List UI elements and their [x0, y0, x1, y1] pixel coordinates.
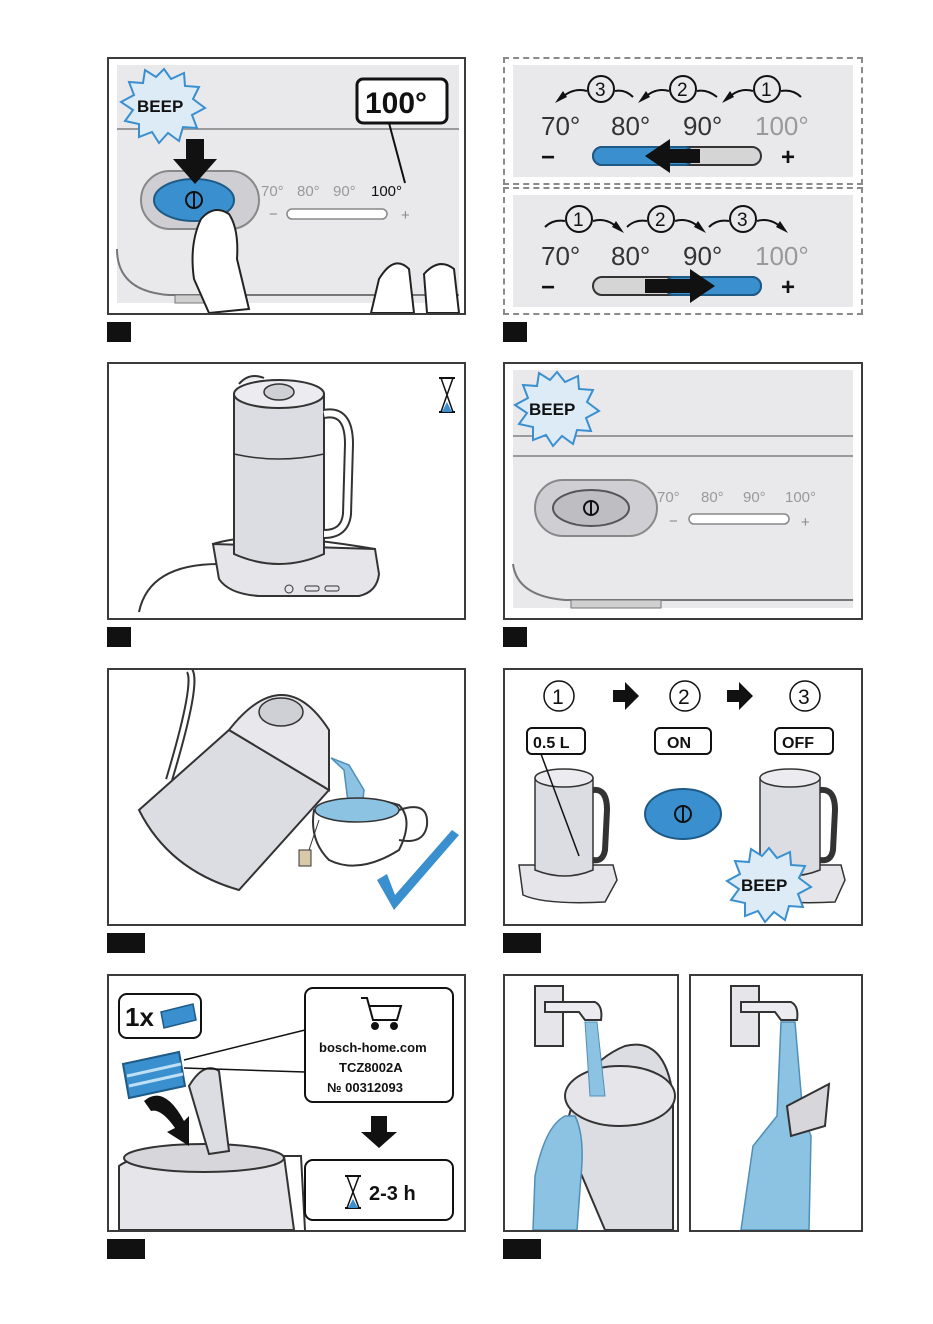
- arrow-curve-icon: [144, 1096, 189, 1146]
- step-number-tab: [107, 322, 131, 342]
- beep-label: BEEP: [529, 400, 575, 419]
- tablet-count: 1x: [125, 1002, 154, 1032]
- descale-duration: 2-3 h: [369, 1183, 416, 1205]
- plus-sign: +: [781, 274, 795, 301]
- temp-label-70: 70°: [657, 489, 680, 506]
- volume-label: 0.5 L: [533, 735, 570, 752]
- off-label: OFF: [782, 735, 814, 752]
- beep-label: BEEP: [137, 97, 183, 116]
- panel-kettle-heating: [107, 362, 466, 620]
- panel-select-temperature: 70° 80° 90° 100° − + 100° BEEP: [107, 57, 466, 315]
- temp-label-70: 70°: [261, 183, 284, 200]
- temp-label-80: 80°: [611, 111, 650, 141]
- arrow-right-icon: [727, 682, 753, 710]
- temp-label-80: 80°: [611, 241, 650, 271]
- step-number-tab: [503, 933, 541, 953]
- website-link[interactable]: bosch-home.com: [319, 1040, 427, 1055]
- step-number-tab: [107, 627, 131, 647]
- step-number-tab: [503, 1239, 541, 1259]
- step-number-tab: [107, 933, 145, 953]
- panel-temperature-increase: 1 2 3 70° 80° 90° 100° − +: [503, 187, 863, 315]
- panel-descaler-tablets: 1x bosch-home.com TCZ8002A № 00312093 2-…: [107, 974, 466, 1232]
- temp-label-90: 90°: [743, 489, 766, 506]
- plus-sign: +: [781, 144, 795, 171]
- svg-text:−: −: [269, 206, 278, 223]
- descaler-tablet-icon: [123, 1052, 185, 1098]
- on-label: ON: [667, 735, 691, 752]
- hourglass-icon: [439, 378, 455, 412]
- panel-beep-off: 70° 80° 90° 100° − + BEEP: [503, 362, 863, 620]
- temp-slider[interactable]: [287, 209, 387, 219]
- arrow-down-icon: [361, 1116, 397, 1148]
- article-number: № 00312093: [327, 1080, 403, 1095]
- order-step: 1: [761, 80, 772, 101]
- minus-sign: −: [541, 144, 555, 171]
- order-step: 3: [737, 210, 748, 231]
- temp-label-100: 100°: [755, 111, 809, 141]
- temp-label-80: 80°: [297, 183, 320, 200]
- order-step: 2: [655, 210, 666, 231]
- svg-text:+: +: [801, 514, 810, 531]
- selected-temp: 100°: [365, 87, 427, 120]
- temp-label-70: 70°: [541, 241, 580, 271]
- svg-text:+: +: [401, 207, 410, 224]
- sequence-step: 1: [552, 686, 564, 709]
- step-number-tab: [107, 1239, 145, 1259]
- panel-rinse-filter: [689, 974, 863, 1232]
- temp-slider[interactable]: [689, 514, 789, 524]
- svg-text:−: −: [669, 513, 678, 530]
- order-step: 2: [677, 80, 688, 101]
- temp-label-90: 90°: [683, 241, 722, 271]
- minus-sign: −: [541, 274, 555, 301]
- order-step: 3: [595, 80, 606, 101]
- step-number-tab: [503, 627, 527, 647]
- arrow-right-icon: [613, 682, 639, 710]
- panel-descale-sequence: 1 2 3 0.5 L ON OFF BEEP: [503, 668, 863, 926]
- temp-label-80: 80°: [701, 489, 724, 506]
- model-number: TCZ8002A: [339, 1060, 403, 1075]
- panel-temperature-decrease: 3 2 1 70° 80° 90° 100° − +: [503, 57, 863, 185]
- step-number-tab: [503, 322, 527, 342]
- beep-label: BEEP: [741, 876, 787, 895]
- sequence-step: 2: [678, 686, 690, 709]
- temp-label-90: 90°: [333, 183, 356, 200]
- panel-rinse-kettle: [503, 974, 679, 1232]
- temp-label-100: 100°: [755, 241, 809, 271]
- temp-label-100: 100°: [371, 183, 402, 200]
- order-step: 1: [573, 210, 584, 231]
- temp-label-100: 100°: [785, 489, 816, 506]
- sequence-step: 3: [798, 686, 810, 709]
- temp-label-70: 70°: [541, 111, 580, 141]
- panel-pour-water: [107, 668, 466, 926]
- temp-label-90: 90°: [683, 111, 722, 141]
